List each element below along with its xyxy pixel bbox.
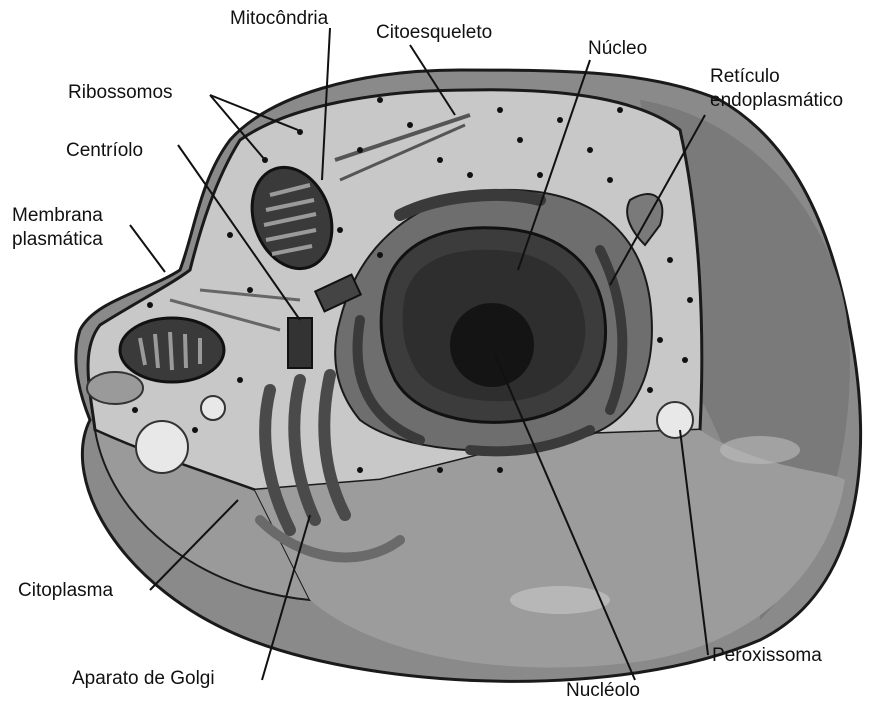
label-membrana-line1: Membrana [12,205,103,227]
label-membrana-line2: plasmática [12,229,103,251]
vesicle-2 [201,396,225,420]
centriole-1 [288,318,312,368]
label-citoplasma: Citoplasma [18,580,113,602]
label-nucleo: Núcleo [588,38,647,60]
label-reticulo-line2: endoplasmático [710,90,843,112]
label-peroxissoma: Peroxissoma [712,645,822,667]
nucleolus [450,303,534,387]
highlight-2 [720,436,800,464]
label-nucleolo: Nucléolo [566,680,640,702]
label-citoesqueleto: Citoesqueleto [376,22,492,44]
highlight-1 [510,586,610,614]
vesicle-1 [136,421,188,473]
label-reticulo-line1: Retículo [710,66,780,88]
label-centriolo: Centríolo [66,140,143,162]
peroxisome [657,402,693,438]
vesicle-3 [87,372,143,404]
label-aparato-golgi: Aparato de Golgi [72,668,215,690]
label-ribossomos: Ribossomos [68,82,173,104]
label-mitocondria: Mitocôndria [230,8,328,30]
